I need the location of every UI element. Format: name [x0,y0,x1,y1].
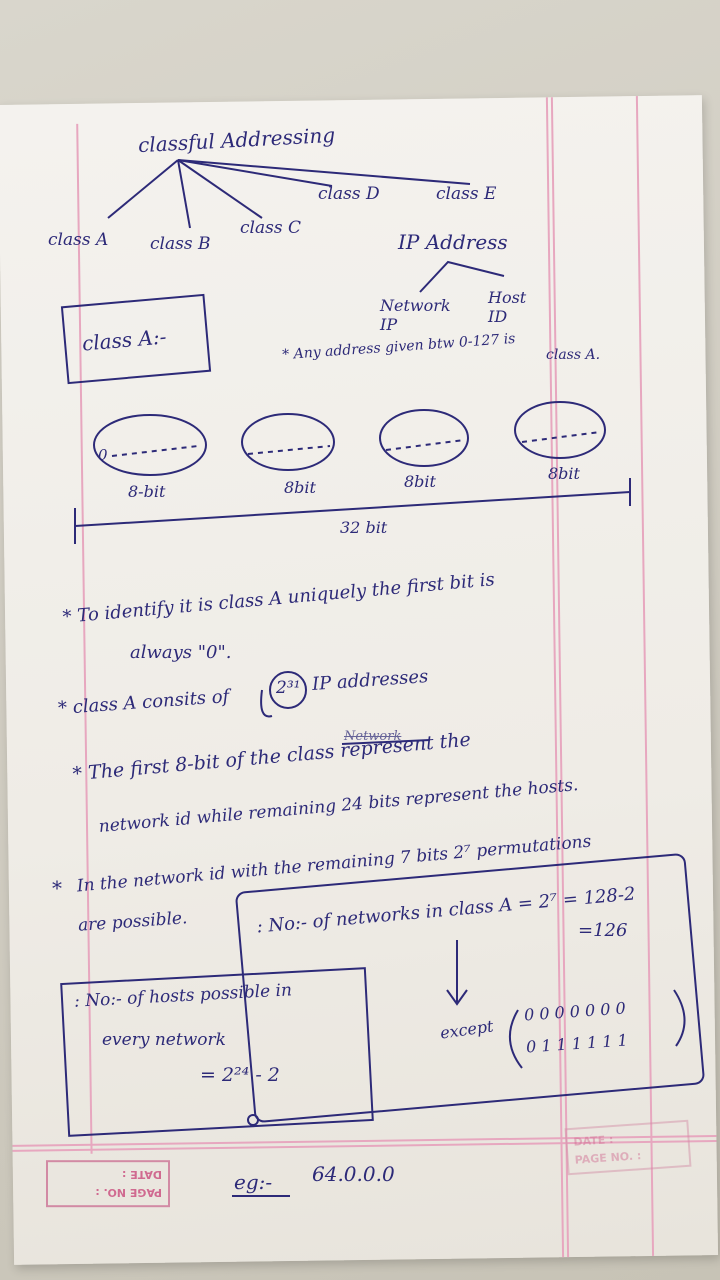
point1-line2: always "0". [130,642,232,663]
class-b-label: class B [150,234,211,254]
octet-label-2: 8bit [284,478,316,497]
octet-label-4: 8bit [548,464,580,483]
hosts-line2: every network [102,1030,226,1050]
class-c-label: class C [240,218,301,238]
network-ip-label: Network IP [380,296,451,335]
stamp-left-top: PAGE NO. : [95,1186,162,1200]
point3-strikethrough: Network [344,729,402,744]
total-bits-label: 32 bit [340,518,388,537]
point4-star: * [52,876,62,900]
networks-line2: =126 [578,920,628,941]
class-d-label: class D [318,184,380,204]
octet-label-3: 8bit [404,472,436,491]
octet-label-1: 8-bit [128,482,166,501]
first-bit-zero: 0 [98,446,108,464]
host-id-label: Host ID [488,288,527,327]
example-label: eg:- [234,1170,273,1194]
example-value: 64.0.0.0 [312,1162,395,1186]
hosts-line3: = 2²⁴ - 2 [200,1064,280,1086]
class-e-label: class E [436,184,497,204]
ip-address-label: IP Address [398,230,508,254]
class-a-label: class A [48,230,109,250]
range-note-line2: class A. [546,347,601,363]
stamp-right: DATE : PAGE NO. : [564,1119,692,1176]
point2-circled: 2³¹ [276,678,301,698]
stamp-left: PAGE NO. : DATE : [46,1160,170,1208]
stamp-left-bottom: DATE : [121,1168,162,1182]
